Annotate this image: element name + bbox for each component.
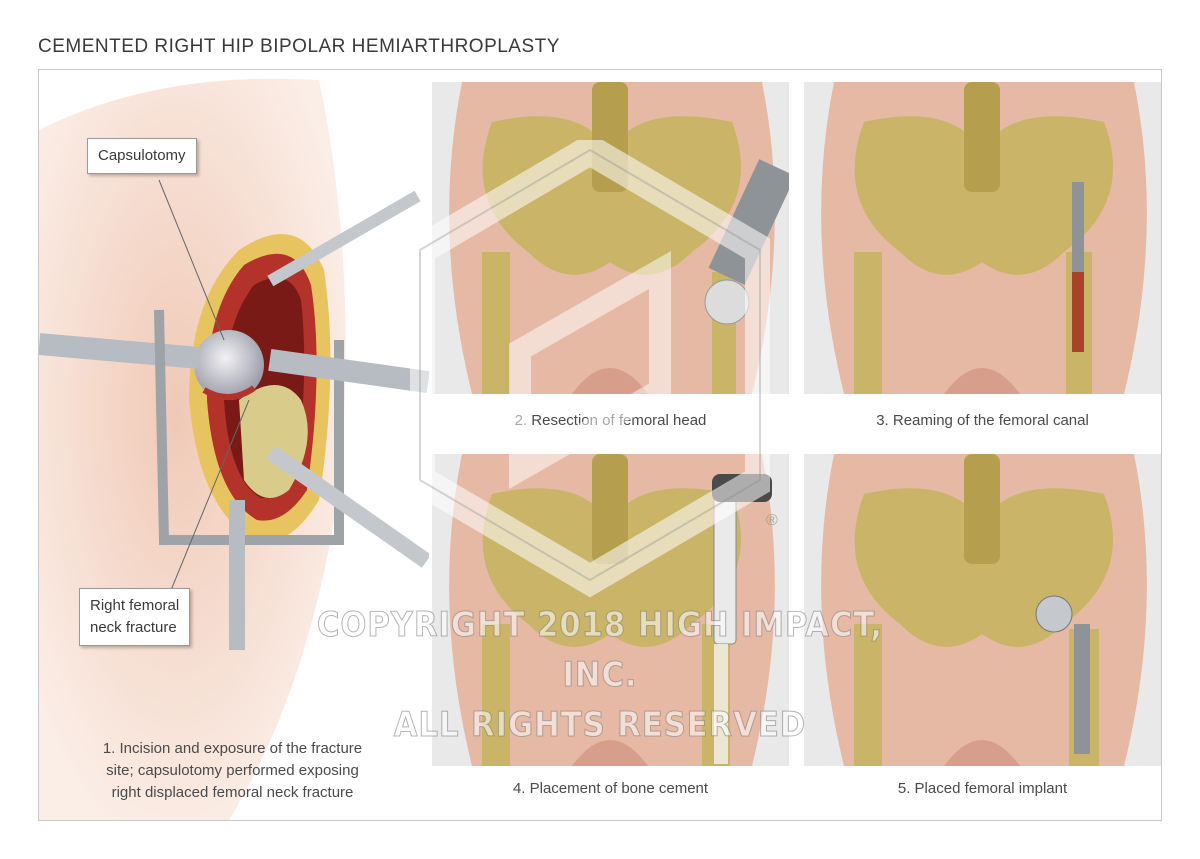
watermark-line2: ALL RIGHTS RESERVED	[393, 705, 807, 746]
watermark-line1: COPYRIGHT 2018 HIGH IMPACT, INC.	[316, 605, 884, 696]
step3-panel	[804, 82, 1161, 394]
step1-caption-line2: site; capsulotomy performed exposing	[106, 762, 359, 779]
registered-mark: ®	[766, 512, 778, 529]
illustration-frame	[38, 69, 1162, 821]
step5-panel	[804, 454, 1161, 766]
step1-caption-line3: right displaced femoral neck fracture	[111, 784, 354, 801]
fracture-label-line2: neck fracture	[90, 619, 177, 636]
step5-caption: 5. Placed femoral implant	[897, 780, 1068, 797]
step2-panel	[432, 82, 789, 394]
step5-illustration	[804, 454, 1161, 766]
copyright-watermark: COPYRIGHT 2018 HIGH IMPACT, INC. ALL RIG…	[300, 600, 900, 750]
capsulotomy-label-text: Capsulotomy	[98, 147, 186, 164]
page-title: CEMENTED RIGHT HIP BIPOLAR HEMIARTHROPLA…	[38, 36, 560, 57]
fracture-label: Right femoral neck fracture	[79, 588, 191, 646]
step4-caption: 4. Placement of bone cement	[512, 780, 709, 797]
fracture-label-line1: Right femoral	[90, 597, 180, 614]
step1-caption-line1: 1. Incision and exposure of the fracture	[102, 740, 363, 757]
step3-caption: 3. Reaming of the femoral canal	[876, 412, 1089, 429]
step3-illustration	[804, 82, 1161, 394]
step1-caption: 1. Incision and exposure of the fracture…	[60, 738, 405, 804]
step2-illustration	[432, 82, 789, 394]
watermark-logo	[410, 140, 770, 598]
capsulotomy-label: Capsulotomy	[87, 138, 197, 174]
step1-panel: Capsulotomy Right femoral neck fracture	[39, 70, 429, 820]
